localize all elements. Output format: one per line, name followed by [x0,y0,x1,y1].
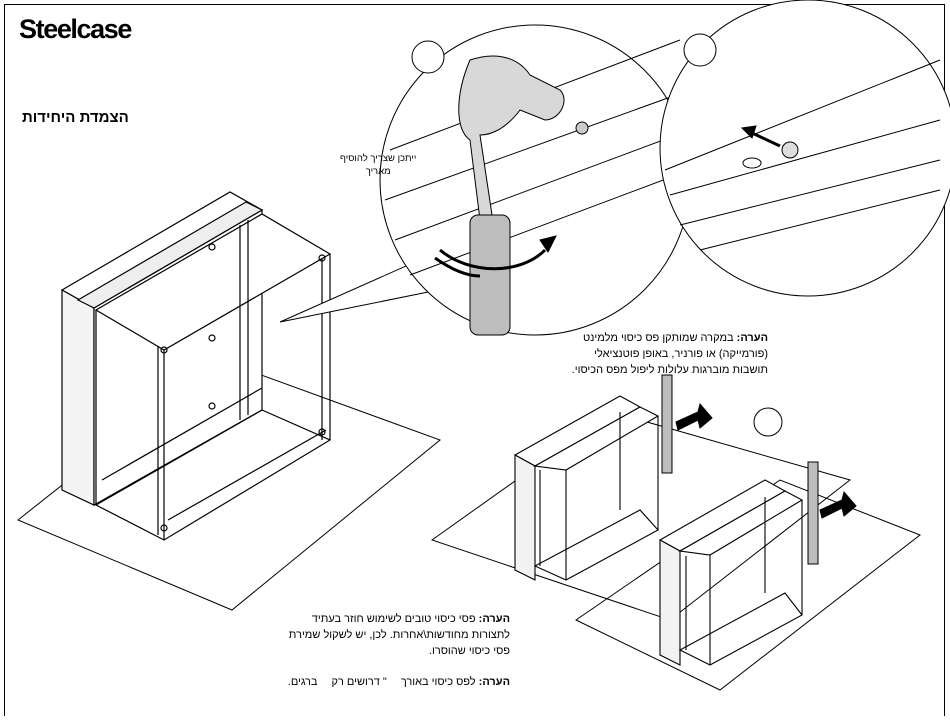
note-laminate-line3: תושבות מוברגות עלולות ליפול מפס הכיסוי. [571,364,768,376]
note-reuse: הערה: פסי כיסוי טובים לשימוש חוזר בעתיד … [240,611,510,659]
arrow-right-1 [675,402,713,431]
note-reuse-line3: פסי כיסוי שהוסרו. [428,645,510,657]
floor-outline-right [430,411,852,621]
note-length-label: הערה: [478,676,510,688]
callout-wrench-line1: ייתכן שצריך להוסיף [340,153,417,164]
note-length-part3: ברגים. [287,676,318,688]
note-length: הערה: לפס כיסוי באורך " דרושים רק ברגים. [240,674,510,690]
note-reuse-label: הערה: [478,613,510,625]
detail-circle-wrench [379,24,691,336]
step-number-circle [411,40,445,74]
note-reuse-line2: לתצורות מחודשות\אחרות. לכן, יש לשקול שמי… [288,629,510,641]
cabinet-right-1 [513,395,660,581]
cover-strip-2 [807,461,819,565]
cabinet-main [60,191,332,541]
brand-logo: Steelcase [19,14,132,44]
page-frame [4,4,945,716]
note-laminate-line1: במקרה שמותקן פס כיסוי מלמינט [582,332,734,344]
cover-strip-1 [661,374,673,474]
step-number-circle-2 [683,33,717,67]
note-laminate-label: הערה: [736,332,768,344]
cabinet-right-2 [658,479,804,666]
detail-circle-bracket [659,0,950,297]
page-title: הצמדת היחידות [22,109,129,126]
note-reuse-line1: פסי כיסוי טובים לשימוש חוזר בעתיד [311,613,476,625]
callout-wrench-note: ייתכן שצריך להוסיף מאריך [340,152,416,178]
note-length-part1: לפס כיסוי באורך [400,676,476,688]
arrow-right-2 [819,490,857,519]
note-length-part2: " דרושים רק [331,676,387,688]
callout-wrench-line2: מאריך [365,166,391,177]
note-laminate-line2: (פורמייקה) או פורניר, באופן פוטנציאלי [594,348,768,360]
note-laminate: הערה: במקרה שמותקן פס כיסוי מלמינט (פורמ… [508,330,768,378]
